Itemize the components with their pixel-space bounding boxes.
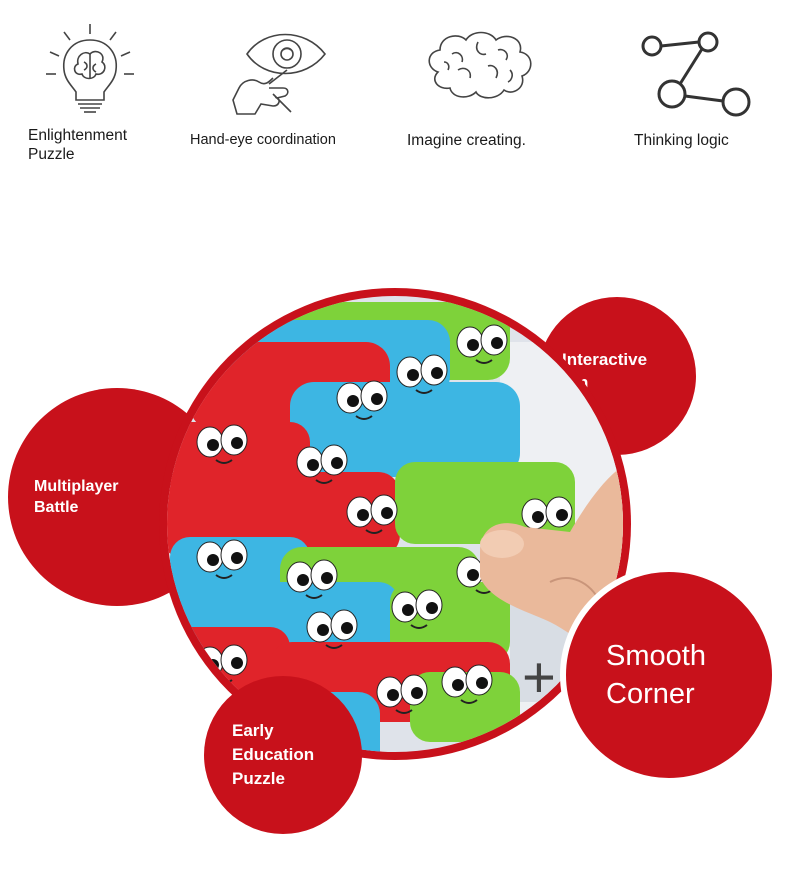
lightbulb-brain-icon	[42, 20, 138, 120]
feature-label-thinking: Thinking logic	[634, 132, 729, 149]
bubble-multiplayer-text: Multiplayer Battle	[34, 478, 119, 516]
bubble-smooth-corner: Smooth Corner	[560, 566, 778, 784]
feature-label-enlightenment: Enlightenment Puzzle	[28, 127, 128, 163]
feature-label-imagine: Imagine creating.	[407, 132, 526, 149]
stacking-blocks-photo: + 4	[159, 288, 631, 760]
bubble-smooth-text: Smooth Corner	[606, 640, 706, 710]
node-graph-icon	[636, 20, 756, 120]
feature-label-hand-eye: Hand-eye coordination	[190, 132, 336, 148]
bubble-early-text: Early Education Puzzle	[232, 721, 315, 788]
brain-icon	[418, 20, 542, 120]
bubble-early-education: Early Education Puzzle	[204, 676, 362, 834]
eye-hand-icon	[225, 20, 335, 120]
